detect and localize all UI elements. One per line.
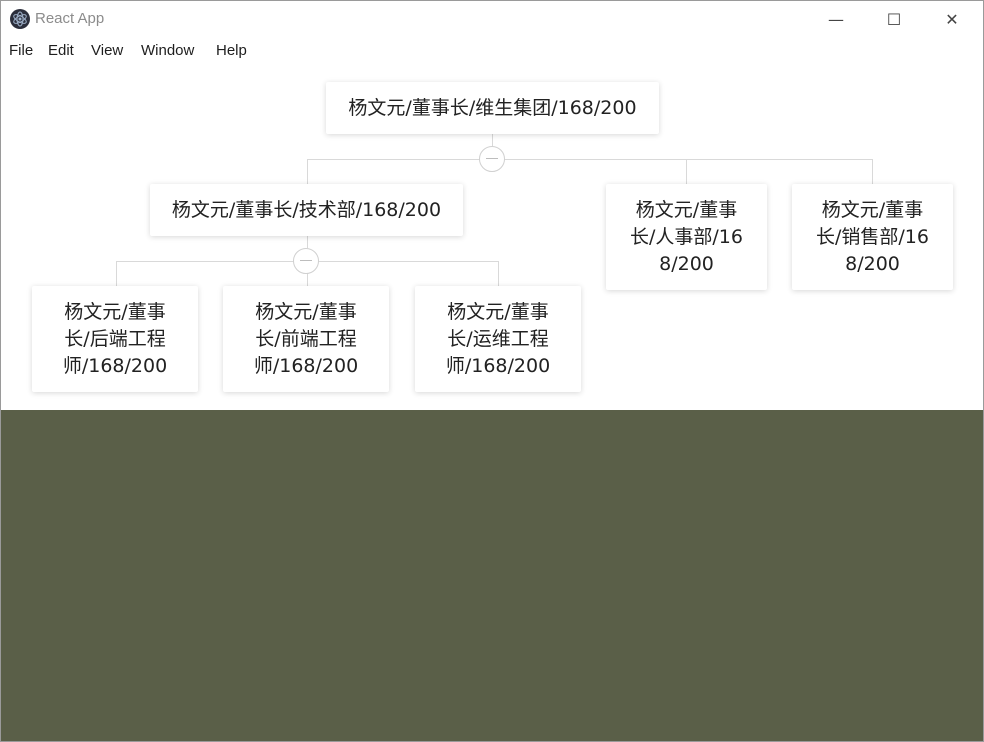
menu-view[interactable]: View [91,42,124,59]
close-icon: ✕ [945,9,959,29]
collapse-toggle-tech[interactable] [293,248,319,274]
connector-line [307,235,308,248]
connector-line [307,159,308,184]
node-label: 杨文元/董事长/技术部/168/200 [171,198,442,221]
org-node-hr-dept[interactable]: 杨文元/董事长/人事部/168/200 [606,184,767,290]
org-chart-canvas: 杨文元/董事长/维生集团/168/200 杨文元/董事长/技术部/168/200… [1,67,983,410]
menu-bar: File Edit View Window Help [1,37,983,67]
close-button[interactable]: ✕ [929,1,975,37]
node-label: 杨文元/董事长/销售部/168/200 [816,198,929,275]
node-label: 杨文元/董事长/后端工程师/168/200 [62,300,168,377]
maximize-icon: ☐ [886,9,902,29]
menu-help[interactable]: Help [216,42,247,59]
menu-file[interactable]: File [9,42,34,59]
connector-line [498,261,499,286]
connector-line [492,133,493,146]
connector-line [116,261,117,286]
empty-background-area [1,410,983,741]
org-node-tech-dept[interactable]: 杨文元/董事长/技术部/168/200 [150,184,463,236]
node-label: 杨文元/董事长/运维工程师/168/200 [445,300,551,377]
minimize-icon: — [828,9,844,29]
node-label: 杨文元/董事长/维生集团/168/200 [348,96,637,119]
org-node-ops[interactable]: 杨文元/董事长/运维工程师/168/200 [415,286,581,392]
org-node-sales-dept[interactable]: 杨文元/董事长/销售部/168/200 [792,184,953,290]
collapse-toggle-root[interactable] [479,146,505,172]
node-label: 杨文元/董事长/人事部/168/200 [630,198,743,275]
title-bar: React App — ☐ ✕ [1,1,983,37]
menu-edit[interactable]: Edit [48,42,74,59]
org-node-backend[interactable]: 杨文元/董事长/后端工程师/168/200 [32,286,198,392]
connector-line [307,159,873,160]
connector-line [686,159,687,184]
maximize-button[interactable]: ☐ [871,1,917,37]
minimize-button[interactable]: — [813,1,859,37]
connector-line [872,159,873,184]
org-node-frontend[interactable]: 杨文元/董事长/前端工程师/168/200 [223,286,389,392]
org-node-root[interactable]: 杨文元/董事长/维生集团/168/200 [326,82,659,134]
node-label: 杨文元/董事长/前端工程师/168/200 [253,300,359,377]
menu-window[interactable]: Window [141,42,195,59]
window-title: React App [35,10,105,27]
electron-app-icon [10,9,30,29]
